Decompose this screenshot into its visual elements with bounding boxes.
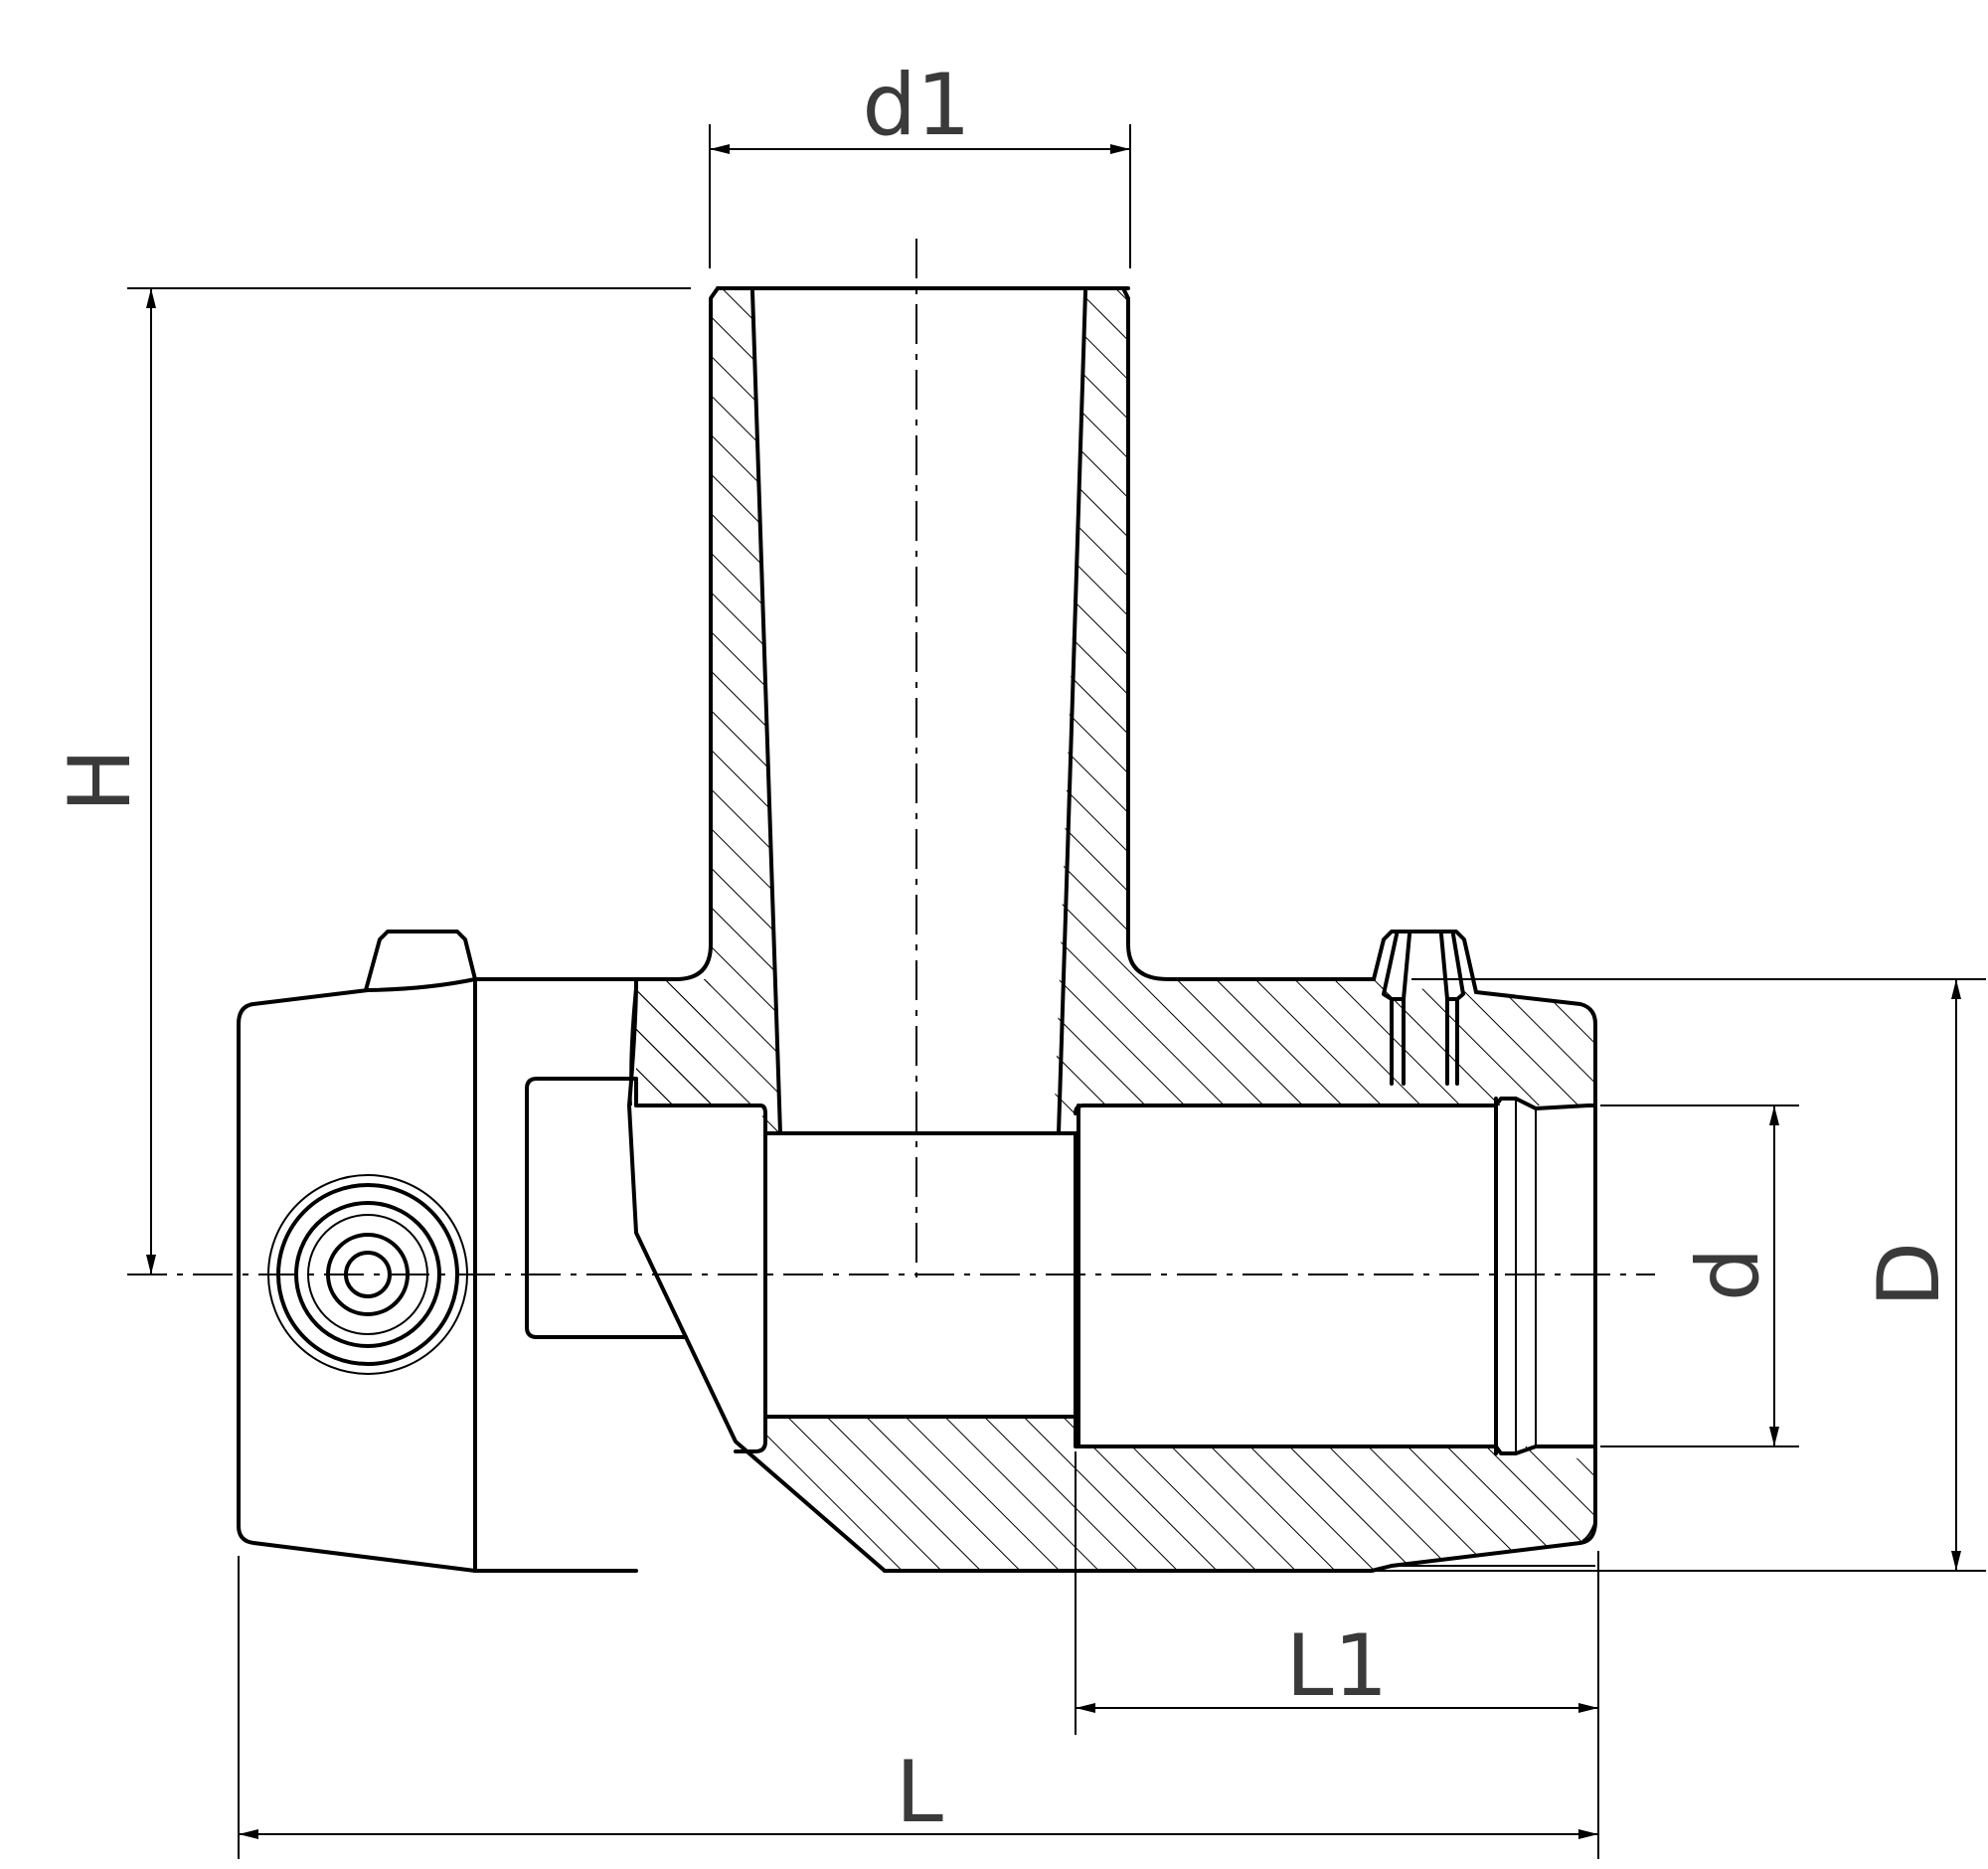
label-L: L (896, 1743, 943, 1842)
label-d1: d1 (862, 56, 970, 155)
fitting-outline (237, 286, 1597, 1573)
label-H: H (51, 749, 150, 813)
dimension-lines (127, 124, 1986, 1859)
label-D: D (1860, 1242, 1959, 1307)
center-lines (127, 239, 1655, 1277)
dimension-labels: d1 H d D L1 L (51, 56, 1959, 1842)
label-d: d (1679, 1248, 1778, 1302)
label-L1: L1 (1286, 1616, 1389, 1716)
hatched-section (636, 288, 1595, 1571)
